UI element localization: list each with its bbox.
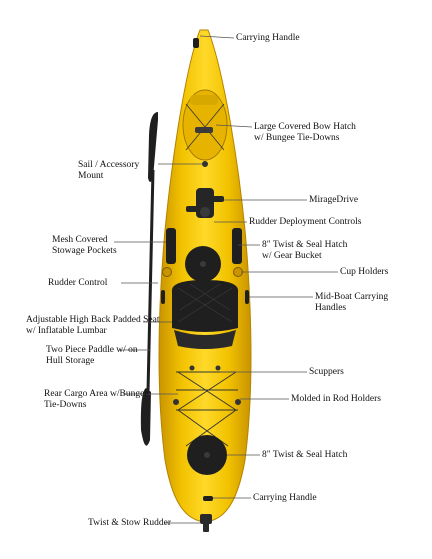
- label-rudder-deploy: Rudder Deployment Controls: [249, 217, 362, 227]
- seat: [171, 280, 239, 349]
- label-cup-holders: Cup Holders: [340, 267, 389, 277]
- label-scuppers: Scuppers: [309, 367, 344, 377]
- bow-hatch: [182, 89, 228, 161]
- rod-holder-left: [173, 399, 179, 405]
- label-mirage-drive: MirageDrive: [309, 195, 359, 205]
- rod-holder-right: [235, 399, 241, 405]
- mesh-pocket-right: [232, 228, 242, 264]
- bow-logo: [195, 127, 213, 133]
- label-rudder: Twist & Stow Rudder: [88, 518, 171, 528]
- stern-handle: [203, 496, 213, 501]
- label-rod-holders: Molded in Rod Holders: [291, 394, 381, 404]
- rudder: [200, 514, 212, 532]
- paddle-shaft: [146, 169, 155, 393]
- mid-handle-left: [161, 290, 165, 304]
- seat-quilting: [177, 283, 233, 323]
- label-rudder-control: Rudder Control: [48, 278, 108, 288]
- mirage-drive: [186, 188, 224, 218]
- mesh-pocket-left: [166, 228, 176, 264]
- bow-tray: [190, 95, 218, 105]
- label-carrying-handle-bottom: Carrying Handle: [253, 493, 317, 503]
- cup-holder-left: [162, 267, 172, 277]
- scupper-2: [215, 365, 221, 371]
- mid-handle-right: [245, 290, 249, 304]
- bow-handle: [193, 38, 199, 48]
- paddle-blade-top: [148, 112, 158, 182]
- sail-mount: [202, 161, 208, 167]
- paddle: [140, 112, 158, 446]
- leader-lines: [114, 35, 338, 524]
- label-twist-seal-rear: 8" Twist & Seal Hatch: [262, 450, 348, 460]
- scupper-1: [189, 365, 195, 371]
- label-carrying-handle-top: Carrying Handle: [236, 33, 300, 43]
- paddle-blade-bottom: [140, 388, 151, 446]
